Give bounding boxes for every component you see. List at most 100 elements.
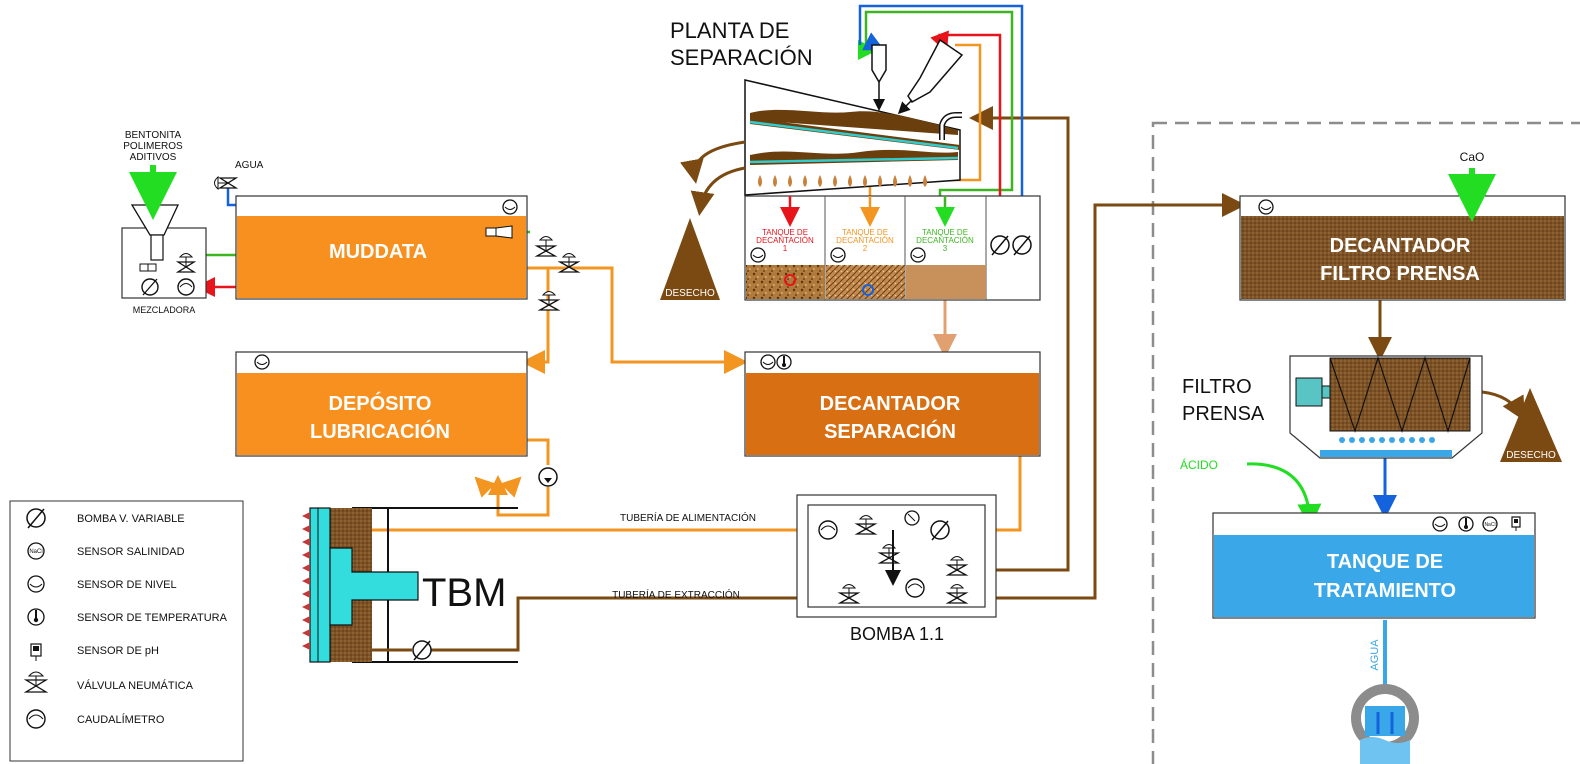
hopper-neck [150,234,164,261]
level-sensor-icon [910,247,926,263]
legend-box [9,500,244,762]
decant-tank-2-label-line2: DECANTACIÓN [836,236,894,245]
pipe-deposito-to-lube-pump [527,438,550,465]
decant-tank-1-label-line3: 1 [783,244,788,253]
level-sensor-icon [750,247,766,263]
tbm [302,507,518,663]
decant-tank-3-label-line2: DECANTACIÓN [916,236,974,245]
pneumatic-valve-icon [945,584,969,604]
bomba-inner [807,504,986,608]
tratamiento-fill [1214,535,1534,617]
pneumatic-valve-icon [945,556,969,576]
variable-pump-icon [1012,235,1032,256]
nozzle-icon [139,263,157,272]
treatment-area-border [1151,121,1580,764]
legend-flowmeter-icon [26,709,46,729]
legend-label-temperature: SENSOR DE TEMPERATURA [77,612,228,624]
legend-label-valve: VÁLVULA NEUMÁTICA [77,679,194,692]
aditivos-label-line3: ADITIVOS [130,152,177,163]
level-sensor-icon [1258,199,1274,215]
mezcladora-label: MEZCLADORA [133,305,196,315]
pipe-decantador-to-bomba [995,456,1022,532]
decantador-sep-title-line1: DECANTADOR [820,393,961,415]
pneumatic-valve-icon [534,236,558,257]
pneumatic-valve-icon [214,175,239,191]
decantador-fp-title-line1: DECANTADOR [1330,235,1471,257]
flowmeter-icon [177,278,195,296]
flowmeter-icon [818,520,838,540]
pneumatic-valve-icon [557,253,581,273]
tratamiento-title-line1: TANQUE DE [1327,551,1443,573]
bomba-label: BOMBA 1.1 [850,624,944,644]
temperature-sensor-icon [1458,516,1474,532]
pneumatic-valve-icon [854,515,878,535]
level-sensor-icon [760,354,776,370]
legend-ph-sensor-icon [30,643,42,661]
tuberia-alimentacion-label: TUBERÍA DE ALIMENTACIÓN [620,511,756,524]
legend-label-flowmeter: CAUDALÍMETRO [77,713,165,726]
aditivos-label-line1: BENTONITA [125,130,182,141]
pneumatic-valve-icon [175,253,197,273]
muddata-title: MUDDATA [329,241,427,263]
salinity-glyph: NaCl [1484,522,1495,528]
legend-pneumatic-valve-icon [23,671,49,693]
cao-label: CaO [1460,150,1485,164]
ph-sensor-icon [1511,516,1521,531]
decant-tank-2-label-line1: TANQUE DE [842,228,888,237]
separation-plant [680,38,964,216]
decant-tank-1-label-line1: TANQUE DE [762,228,808,237]
salinity-sensor-icon: NaCl [1482,516,1498,532]
pipe-acido [1246,462,1322,528]
temperature-sensor-icon [776,354,792,370]
decant-tank-3-label-line3: 3 [943,244,948,253]
legend-salinity-glyph: NaCl [29,549,42,555]
deposito-fill [237,373,526,455]
legend-variable-pump-icon [26,508,46,529]
variable-pump-icon [990,235,1010,256]
pump-icon [538,467,558,487]
pipe-extraccion [430,596,810,652]
level-sensor-icon [254,354,270,370]
filter-press [1289,355,1483,459]
legend-label-level: SENSOR DE NIVEL [77,579,177,591]
desecho-label-2: DESECHO [1506,450,1556,461]
legend-level-sensor-icon [27,575,45,593]
lubrication-spray-icon [474,475,522,498]
tbm-label: TBM [422,571,506,615]
variable-pump-icon [141,278,159,296]
pneumatic-valve-icon [537,291,561,311]
legend-temperature-sensor-icon [27,608,45,626]
level-sensor-icon [1432,516,1448,532]
desecho-pile-1 [660,218,720,300]
planta-label-line2: SEPARACIÓN [670,45,813,70]
decantador-fp-fill [1241,216,1564,299]
planta-label-line1: PLANTA DE [670,18,789,43]
pipe-muddata-to-deposito [521,268,550,374]
muddata-fill [237,216,526,298]
decant-tank-2-label-line3: 2 [863,244,868,253]
agua-out-label: AGUA [1369,639,1381,671]
filtro-prensa-label-line1: FILTRO [1182,376,1252,398]
legend-label-ph: SENSOR DE pH [77,645,159,657]
tuberia-extraccion-label: TUBERÍA DE EXTRACCIÓN [612,588,740,601]
tratamiento-title-line2: TRATAMIENTO [1314,580,1456,602]
legend-label-salinity: SENSOR SALINIDAD [77,546,185,558]
decantador-separacion-fill [746,373,1039,455]
flowmeter-icon [905,578,925,598]
decant-tank-1-label-line2: DECANTACIÓN [756,236,814,245]
aditivos-label-line2: POLIMEROS [123,141,183,152]
decantador-fp-title-line2: FILTRO PRENSA [1320,263,1480,285]
pipe-bomba-to-decantador-fp [985,193,1246,600]
legend-salinity-sensor-icon: NaCl [27,542,45,560]
pneumatic-valve-icon [837,584,861,604]
decant-tank-3-label-line1: TANQUE DE [922,228,968,237]
deposito-title-line2: LUBRICACIÓN [310,419,450,443]
agua-top-label: AGUA [235,160,264,171]
legend-label-variable-pump: BOMBA V. VARIABLE [77,513,185,525]
level-sensor-icon [830,247,846,263]
desecho-label-1: DESECHO [665,288,715,299]
acido-label: ÁCIDO [1180,457,1218,472]
nozzle-icon [485,225,513,239]
